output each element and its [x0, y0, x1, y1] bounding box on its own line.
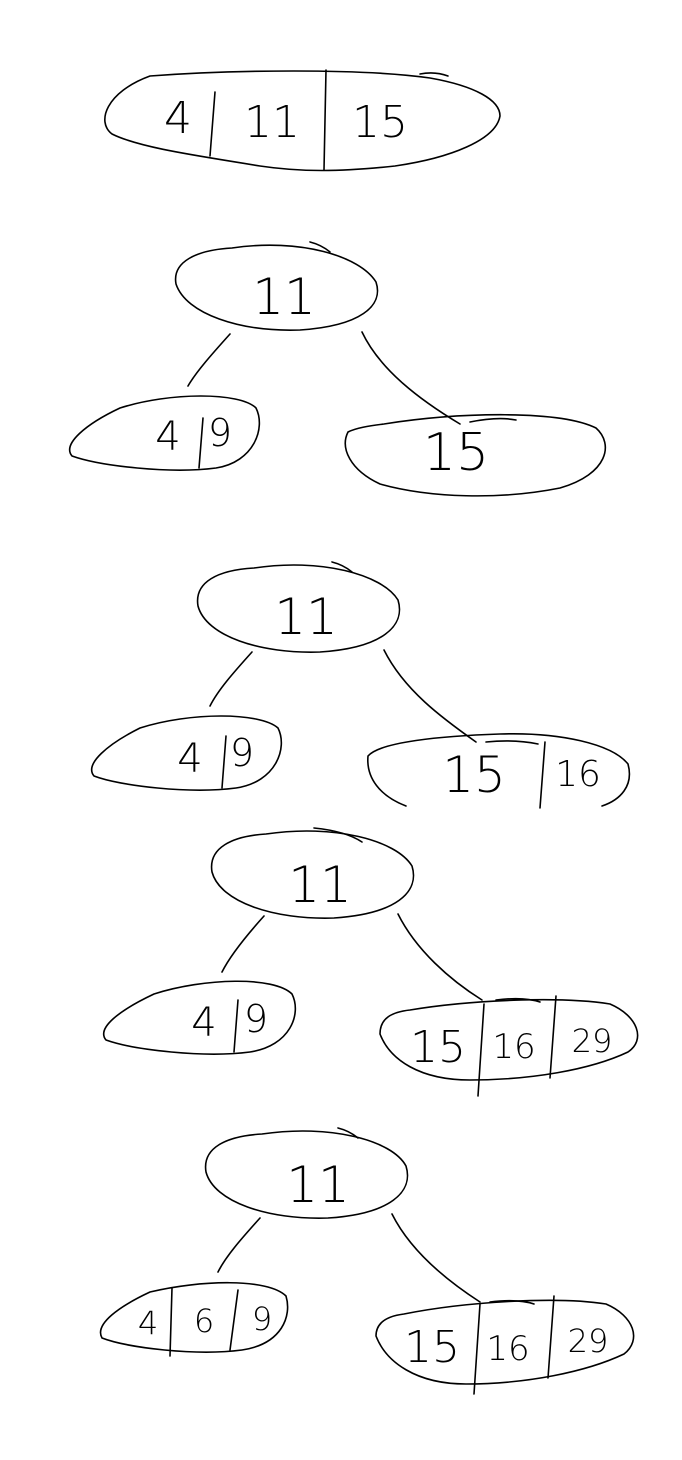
cell-divider [209, 91, 216, 157]
cell-divider [198, 417, 204, 469]
key-label: 16 [492, 1027, 535, 1067]
cell-divider [539, 741, 546, 809]
key-label: 9 [230, 731, 254, 775]
tree-edge [209, 651, 253, 707]
cell-divider [323, 69, 327, 171]
node-outline [69, 395, 261, 471]
pen-overshoot [337, 1127, 359, 1139]
pen-overshoot [331, 561, 353, 573]
node-outline [379, 998, 639, 1081]
stage-4: 11 4 9 15 16 29 [103, 827, 639, 1097]
stage-3: 11 4 9 15 16 [91, 561, 631, 809]
tree-edge [391, 1213, 481, 1303]
key-label: 15 [423, 423, 489, 483]
node-outline [204, 1130, 409, 1219]
pen-overshoot [313, 827, 363, 843]
child-node-right: 15 16 29 [375, 1295, 635, 1395]
key-label: 15 [404, 1322, 460, 1373]
pen-overshoot [489, 1299, 535, 1305]
key-label: 15 [410, 1022, 466, 1073]
cell-divider [549, 995, 557, 1079]
child-node-left: 4 6 9 [99, 1281, 289, 1357]
key-label: 11 [288, 856, 352, 914]
key-label: 15 [352, 97, 408, 148]
node-outline [174, 244, 379, 331]
node-outline [99, 1281, 289, 1353]
child-node-left: 4 9 [103, 980, 297, 1055]
pen-overshoot [309, 241, 331, 253]
node-outline [91, 715, 283, 791]
root-node: 11 [196, 561, 401, 653]
key-label: 11 [274, 588, 338, 646]
tree-edge [221, 915, 265, 973]
node-outline [210, 830, 415, 919]
key-label: 11 [252, 268, 316, 326]
child-node-right: 15 16 29 [379, 995, 639, 1097]
tree-edge [397, 913, 483, 1001]
key-label: 9 [244, 997, 268, 1041]
cell-divider [233, 999, 239, 1053]
child-node-right: 15 [344, 413, 607, 497]
tree-edge [361, 331, 461, 425]
stage-1: 4 11 15 [104, 69, 501, 172]
cell-divider [169, 1287, 173, 1357]
key-label: 4 [138, 1304, 158, 1342]
key-label: 9 [252, 1300, 272, 1338]
root-node: 11 [174, 241, 379, 331]
child-node-left: 4 9 [69, 395, 261, 471]
child-node-right: 15 16 [367, 732, 631, 809]
key-label: 11 [244, 97, 300, 148]
node-outline [196, 564, 401, 653]
key-label: 9 [208, 411, 232, 455]
cell-divider [477, 1003, 485, 1097]
key-label: 16 [555, 754, 601, 795]
cell-divider [229, 1289, 239, 1351]
tree-edge [217, 1217, 261, 1273]
stage-2: 11 4 9 15 [69, 241, 607, 497]
node-outline [367, 732, 631, 807]
pen-overshoot [419, 72, 449, 77]
key-label: 15 [442, 746, 506, 804]
child-node-left: 4 9 [91, 715, 283, 791]
cell-divider [221, 735, 227, 789]
key-label: 4 [155, 414, 180, 460]
root-node: 4 11 15 [104, 69, 501, 172]
cell-divider [473, 1303, 481, 1395]
key-label: 6 [194, 1302, 214, 1340]
stage-5: 11 4 6 9 15 16 29 [99, 1127, 635, 1395]
tree-edge [383, 649, 477, 743]
node-outline [104, 70, 501, 172]
node-outline [344, 413, 607, 497]
key-label: 29 [572, 1022, 613, 1060]
key-label: 29 [568, 1322, 609, 1360]
key-label: 11 [286, 1156, 350, 1214]
pen-overshoot [469, 417, 517, 423]
pen-overshoot [485, 740, 539, 745]
pen-overshoot [495, 997, 541, 1003]
node-outline [103, 980, 297, 1055]
key-label: 4 [177, 736, 202, 782]
key-label: 16 [486, 1329, 529, 1369]
root-node: 11 [210, 827, 415, 919]
root-node: 11 [204, 1127, 409, 1219]
cell-divider [547, 1295, 555, 1379]
node-outline [375, 1299, 635, 1385]
tree-edge [187, 333, 231, 387]
key-label: 4 [191, 1000, 216, 1046]
key-label: 4 [164, 93, 192, 144]
